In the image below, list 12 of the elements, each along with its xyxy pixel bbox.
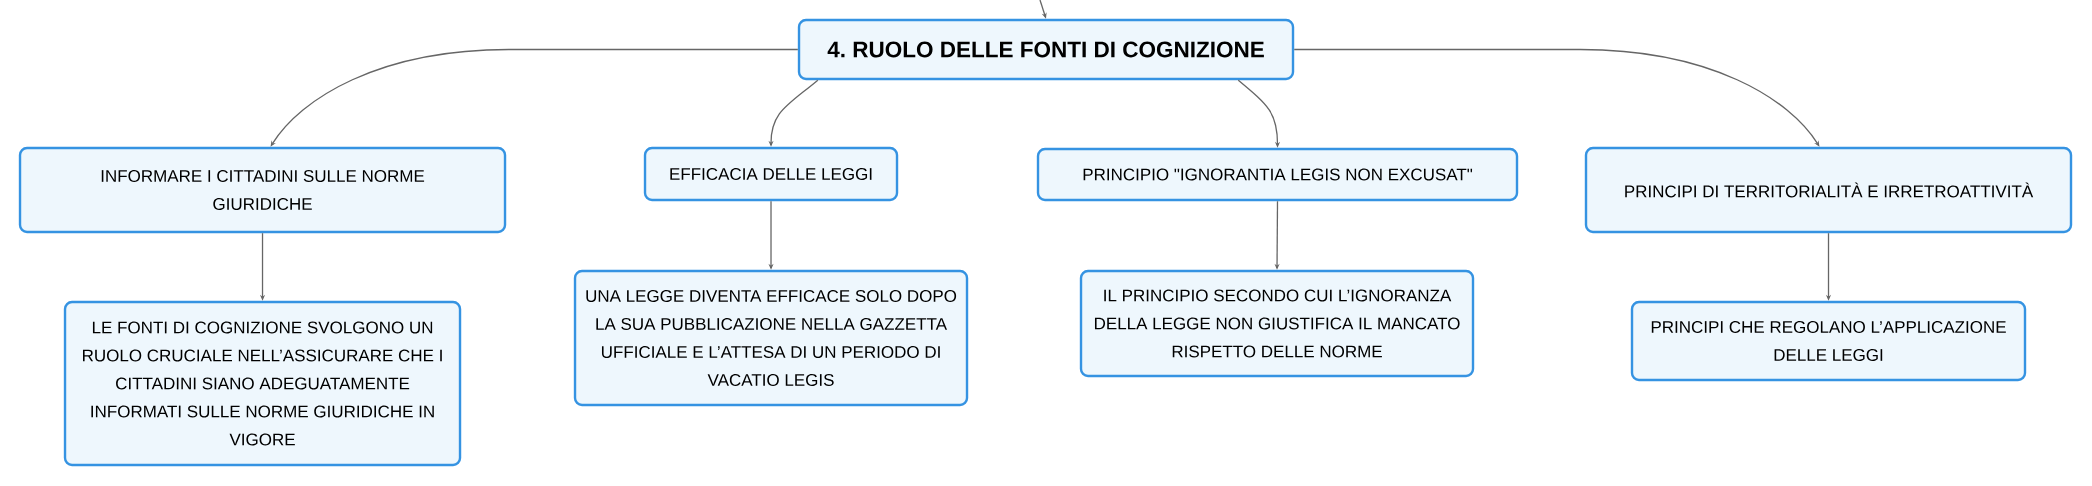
description-box: PRINCIPI CHE REGOLANO L’APPLICAZIONE DELLE LEGGI bbox=[1630, 300, 2027, 382]
main-topic-box: 4. RUOLO DELLE FONTI DI COGNIZIONE bbox=[797, 18, 1295, 81]
arrow bbox=[1293, 48, 1820, 147]
topic-box: PRINCIPIO "IGNORANTIA LEGIS NON EXCUSAT" bbox=[1036, 147, 1519, 202]
description-box: UNA LEGGE DIVENTA EFFICACE SOLO DOPO LA SUA PUBBLICAZIONE NELLA GAZZETTA UFFICIALE E L’ATTESA DI UN PERIODO DI VACATIO LEGIS bbox=[573, 269, 969, 407]
description-box: LE FONTI DI COGNIZIONE SVOLGONO UN RUOLO CRUCIALE NELL’ASSICURARE CHE I CITTADINI SIANO ADEGUATAMENTE INFORMATI SULLE NORME GIURIDICHE IN VIGORE bbox=[63, 300, 462, 467]
description-box: IL PRINCIPIO SECONDO CUI L’IGNORANZA DELLA LEGGE NON GIUSTIFICA IL MANCATO RISPETTO DELLE NORME bbox=[1079, 269, 1475, 378]
topic-box: INFORMARE I CITTADINI SULLE NORME GIURIDICHE bbox=[18, 146, 507, 234]
arrow bbox=[270, 48, 799, 147]
arrow bbox=[1039, 0, 1047, 19]
topic-box: EFFICACIA DELLE LEGGI bbox=[643, 146, 899, 202]
topic-box: PRINCIPI DI TERRITORIALITÀ E IRRETROATTIVITÀ bbox=[1584, 146, 2073, 234]
